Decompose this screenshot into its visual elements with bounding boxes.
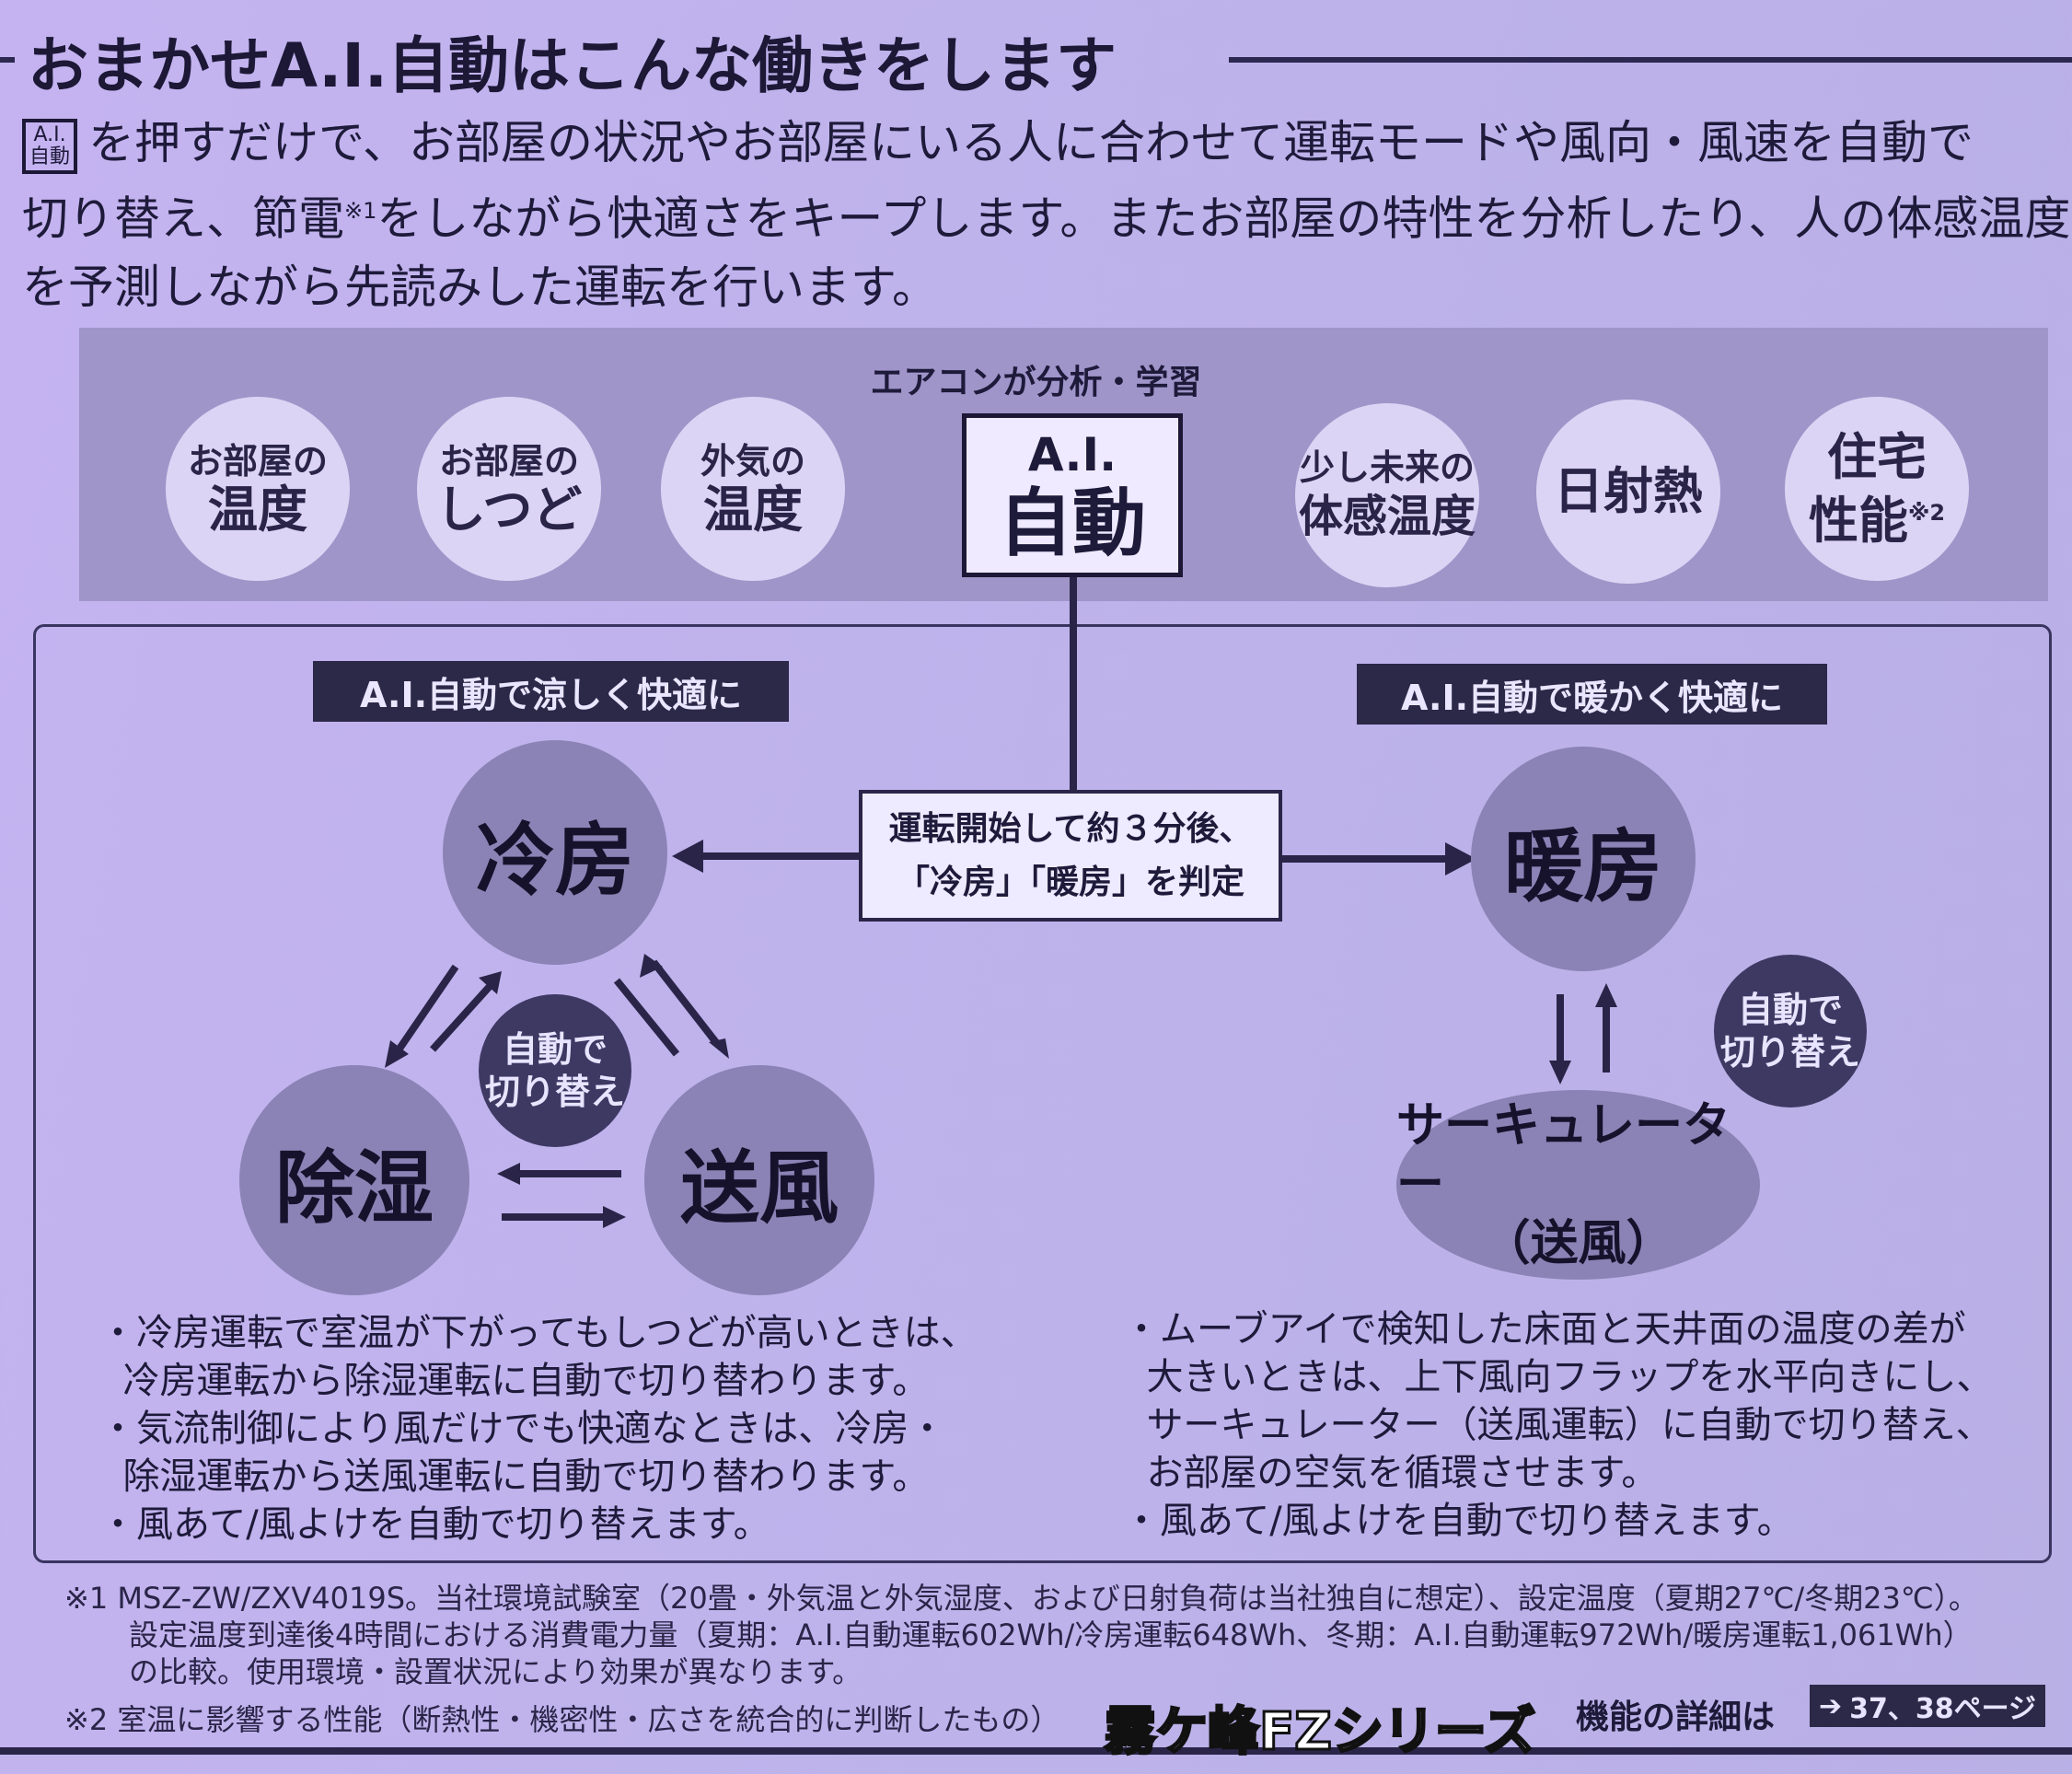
mode-frame xyxy=(33,624,2052,1563)
auto-switch-heating-badge: 自動で切り替え xyxy=(1714,955,1867,1107)
factor-room-temp: お部屋の温度 xyxy=(166,397,350,581)
cooling-bullets: ・冷房運転で室温が下がってもしつどが高いときは、 冷房運転から除湿運転に自動で切… xyxy=(99,1312,978,1546)
bottom-rule xyxy=(0,1747,2072,1755)
cooling-label: A.I.自動で涼しく快適に xyxy=(313,661,789,722)
mode-cooling: 冷房 xyxy=(443,740,667,965)
footnotes: ※1 MSZ-ZW/ZXV4019S。当社環境試験室（20畳・外気温と外気湿度、… xyxy=(64,1581,1978,1737)
auto-switch-cooling-badge: 自動で切り替え xyxy=(479,994,631,1147)
footnote-ref: ※1 xyxy=(344,198,377,224)
factor-house-performance: 住宅性能※2 xyxy=(1785,397,1969,581)
factor-room-humidity: お部屋のしつど xyxy=(417,397,601,581)
connector-line xyxy=(1070,577,1077,790)
intro-line-2b: をしながら快適さをキープします。またお部屋の特性を分析したり、人の体感温度 xyxy=(376,191,2071,246)
intro-line-2a: 切り替え、節電 xyxy=(22,191,344,246)
arrow-right-icon: ➔ xyxy=(1818,1689,1843,1722)
page-reference-button[interactable]: ➔37、38ページ xyxy=(1810,1685,2045,1727)
page-title: おまかせA.I.自動はこんな働きをします xyxy=(28,30,1117,101)
intro-line-3: を予測しながら先読みした運転を行います。 xyxy=(22,260,938,314)
arrow-to-cooling xyxy=(692,852,859,860)
decision-box: 運転開始して約３分後、「冷房」「暖房」を判定 xyxy=(859,790,1282,922)
heating-label: A.I.自動で暖かく快適に xyxy=(1357,664,1827,725)
title-rule xyxy=(1229,57,2072,63)
mode-fan: 送風 xyxy=(644,1065,874,1295)
intro-line-1: を押すだけで、お部屋の状況やお部屋にいる人に合わせて運転モードや風向・風速を自動… xyxy=(88,116,1974,169)
factor-outdoor-temp: 外気の温度 xyxy=(661,397,845,581)
arrow-left-head-icon xyxy=(672,840,703,873)
intro-paragraph: A.I.自動を押すだけで、お部屋の状況やお部屋にいる人に合わせて運転モードや風向… xyxy=(22,109,2072,321)
detail-label: 機能の詳細は xyxy=(1576,1699,1776,1736)
ai-auto-key-badge: A.I.自動 xyxy=(22,118,78,174)
mode-dehumidify: 除湿 xyxy=(239,1065,469,1295)
analysis-label: エアコンが分析・学習 xyxy=(870,364,1202,401)
heating-bullets: ・ムーブアイで検知した床面と天井面の温度の差が 大きいときは、上下風向フラップを… xyxy=(1123,1308,1994,1542)
ai-auto-box: A.I. 自動 xyxy=(962,413,1183,577)
factor-future-sensible-temp: 少し未来の体感温度 xyxy=(1295,403,1479,587)
factor-solar-heat: 日射熱 xyxy=(1536,400,1720,584)
arrow-to-heating xyxy=(1282,855,1448,863)
watermark: 霧ケ峰FZシリーズ xyxy=(1103,1701,1536,1764)
title-rule-left xyxy=(0,57,15,63)
mode-heating: 暖房 xyxy=(1471,747,1696,971)
mode-circulator: サーキュレーター（送風） xyxy=(1396,1090,1760,1280)
